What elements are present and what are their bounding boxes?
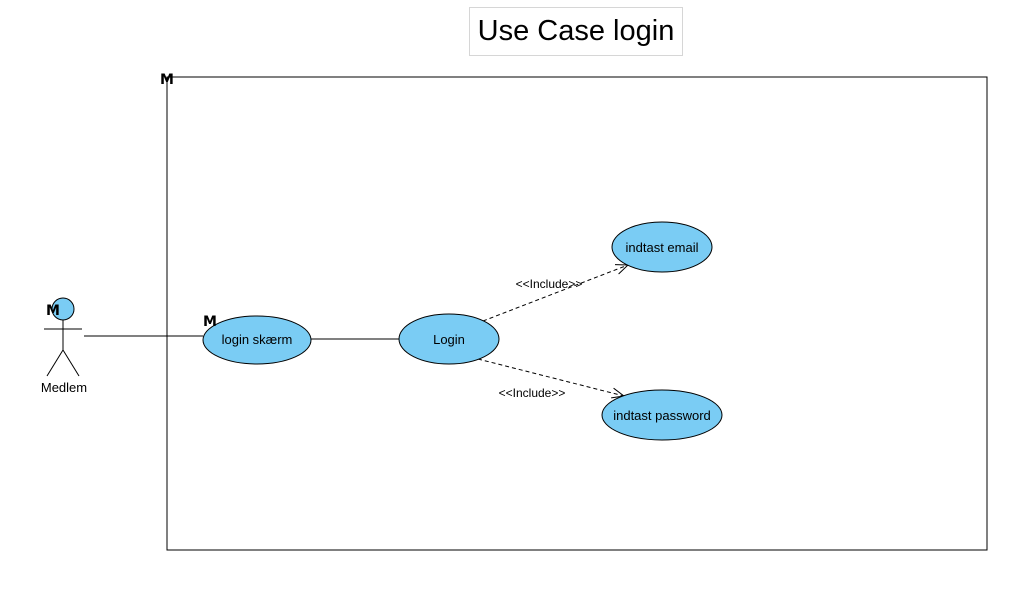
use-case-label: indtast email: [626, 240, 699, 255]
actor-name: Medlem: [41, 380, 87, 395]
actor-right-leg: [62, 349, 80, 377]
system-marker: M: [160, 72, 174, 88]
use-case-indtast-password[interactable]: indtast password: [601, 389, 723, 441]
use-case-indtast-email[interactable]: indtast email: [611, 221, 713, 273]
diagram-title: Use Case login: [469, 7, 683, 56]
include-label-email: <<Include>>: [516, 277, 583, 291]
include-label-password: <<Include>>: [499, 386, 566, 400]
actor-medlem[interactable]: M Medlem: [41, 297, 87, 395]
actor-left-leg: [46, 349, 64, 377]
use-case-label: indtast password: [613, 408, 711, 423]
system-boundary[interactable]: [166, 76, 988, 551]
use-case-label: Login: [433, 332, 465, 347]
use-case-login[interactable]: Login: [398, 313, 500, 365]
use-case-label: login skærm: [222, 332, 293, 347]
include-login-email[interactable]: [482, 265, 628, 322]
use-case-login-skaerm[interactable]: login skærm M: [202, 314, 312, 365]
actor-marker: M: [46, 303, 60, 319]
use-case-marker: M: [203, 314, 217, 330]
